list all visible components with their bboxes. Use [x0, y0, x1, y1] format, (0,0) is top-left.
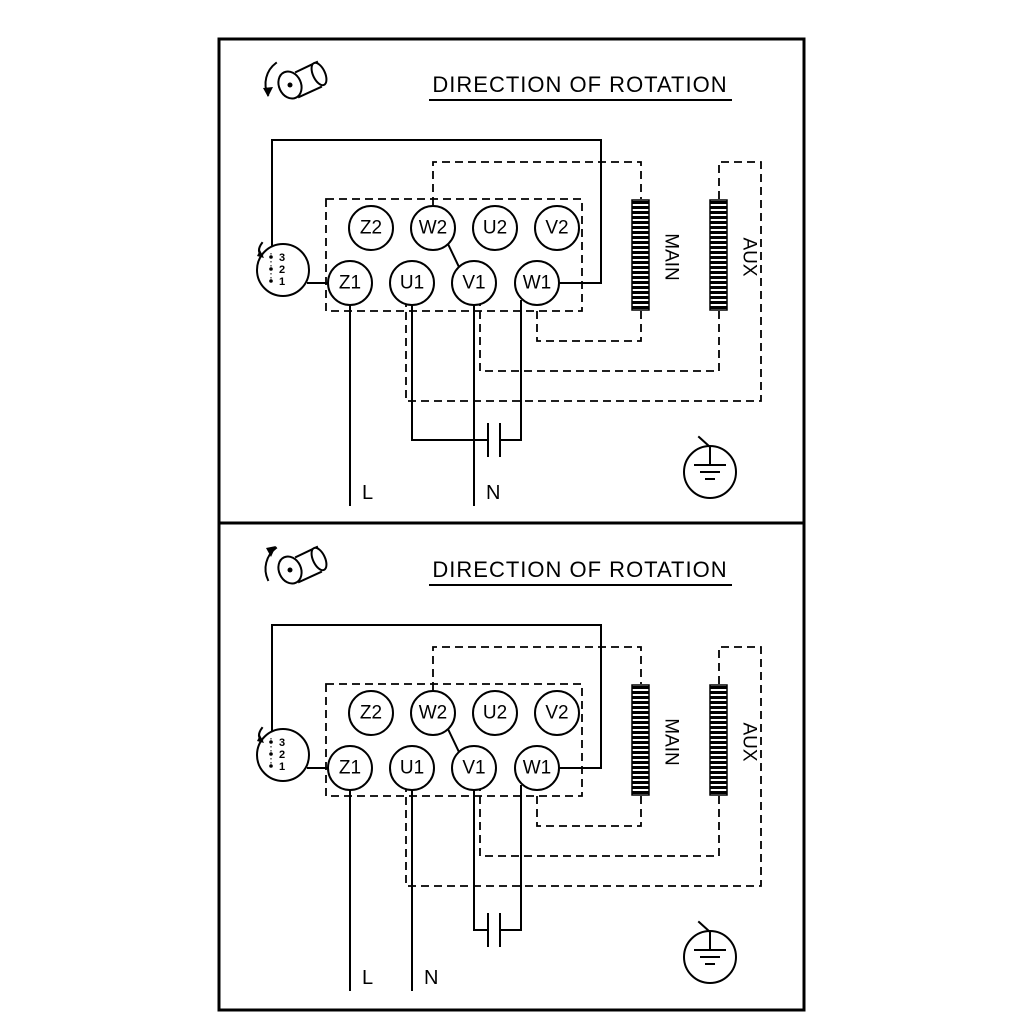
wire-aux-top-to-u1	[405, 161, 762, 402]
switch-position-1: 1	[279, 761, 285, 773]
switch-position-1: 1	[279, 276, 285, 288]
wire-w2-to-main-top	[432, 161, 642, 205]
terminal-z1-label: Z1	[339, 273, 361, 294]
wire-switch-feed	[271, 139, 602, 284]
terminal-z1	[327, 260, 373, 306]
terminal-u1-label: U1	[400, 273, 424, 294]
wire-w2-v1-bridge	[446, 242, 461, 269]
rotation-arrowhead	[263, 87, 273, 97]
terminal-u1-label: U1	[400, 758, 424, 779]
rotation-arrowhead	[266, 546, 276, 557]
terminal-v1-label: V1	[462, 758, 485, 779]
switch-arrowhead	[257, 735, 264, 743]
neutral-label: N	[424, 967, 438, 989]
terminal-u1	[389, 745, 435, 791]
ground-lead	[697, 920, 712, 934]
terminal-z1	[327, 745, 373, 791]
terminal-z2-label: Z2	[360, 218, 382, 239]
rotation-direction-icon	[263, 60, 328, 100]
aux-winding-coil	[709, 199, 728, 311]
terminal-z1-label: Z1	[339, 758, 361, 779]
shaft-line	[297, 85, 323, 99]
panel-bottom-border	[217, 521, 806, 1012]
switch-contact-dot	[269, 752, 273, 756]
line-label: L	[362, 482, 373, 504]
terminal-w2-label: W2	[419, 218, 448, 239]
wire-capacitor-right	[499, 785, 522, 931]
wire-capacitor-left	[411, 304, 488, 441]
ground-lead	[697, 435, 712, 449]
shaft-end-cap	[310, 61, 328, 87]
panel-top-title: DIRECTION OF ROTATION	[432, 72, 727, 97]
switch-contact-dot	[269, 267, 273, 271]
terminal-w2-label: W2	[419, 703, 448, 724]
terminal-z2	[348, 205, 394, 251]
terminal-u1	[389, 260, 435, 306]
terminal-w2	[410, 690, 456, 736]
terminal-u2-label: U2	[483, 218, 507, 239]
panel-bottom-title: DIRECTION OF ROTATION	[432, 557, 727, 582]
aux-winding-label: AUX	[739, 722, 760, 761]
wire-capacitor-left	[473, 789, 488, 931]
terminal-v2	[534, 690, 580, 736]
terminal-u2	[472, 205, 518, 251]
switch-contact-dot	[269, 740, 273, 744]
terminal-u2-label: U2	[483, 703, 507, 724]
terminal-v1	[451, 260, 497, 306]
terminal-v2	[534, 205, 580, 251]
wire-main-bottom-to-w1	[536, 791, 642, 827]
main-winding-label: MAIN	[661, 233, 682, 281]
wire-w2-to-main-top	[432, 646, 642, 690]
rotary-switch: 3 2 1	[256, 726, 310, 782]
terminal-w1	[514, 745, 560, 791]
wire-switch-feed	[271, 624, 602, 769]
earth-ground-icon	[683, 435, 737, 499]
switch-contact-dot	[269, 279, 273, 283]
wire-main-bottom-to-w1	[536, 306, 642, 342]
main-winding-coil	[631, 684, 650, 796]
switch-contact-dot	[269, 764, 273, 768]
wire-aux-top-to-u1	[405, 646, 762, 887]
switch-position-3: 3	[279, 252, 285, 264]
terminal-v1-label: V1	[462, 273, 485, 294]
terminal-u2	[472, 690, 518, 736]
rotary-switch: 3 2 1	[256, 241, 310, 297]
terminal-v2-label: V2	[545, 703, 568, 724]
terminal-z2	[348, 690, 394, 736]
main-winding-coil	[631, 199, 650, 311]
aux-winding-label: AUX	[739, 237, 760, 276]
panel-top: DIRECTION OF ROTATION MAIN	[217, 37, 806, 525]
shaft-end-cap	[310, 546, 328, 572]
earth-ground-icon	[683, 920, 737, 984]
shaft-center-dot	[287, 82, 293, 88]
shaft-center-dot	[287, 567, 293, 573]
terminal-v1	[451, 745, 497, 791]
terminal-v2-label: V2	[545, 218, 568, 239]
switch-position-2: 2	[279, 264, 285, 276]
aux-winding-coil	[709, 684, 728, 796]
line-label: L	[362, 967, 373, 989]
switch-arrowhead	[257, 250, 264, 258]
terminal-block-outline	[325, 198, 583, 312]
panel-bottom: DIRECTION OF ROTATION MAIN	[217, 521, 806, 1012]
switch-position-3: 3	[279, 737, 285, 749]
terminal-w1-label: W1	[523, 273, 552, 294]
terminal-w1-label: W1	[523, 758, 552, 779]
wire-w2-v1-bridge	[446, 727, 461, 754]
neutral-label: N	[486, 482, 500, 504]
terminal-w2	[410, 205, 456, 251]
rotation-direction-icon	[264, 545, 328, 585]
main-winding-label: MAIN	[661, 718, 682, 766]
terminal-z2-label: Z2	[360, 703, 382, 724]
wire-aux-bottom-to-v1	[479, 790, 720, 857]
terminal-block-outline	[325, 683, 583, 797]
wire-capacitor-right	[499, 300, 522, 441]
wire-aux-bottom-to-v1	[479, 305, 720, 372]
switch-position-2: 2	[279, 749, 285, 761]
shaft-line	[297, 570, 323, 584]
terminal-w1	[514, 260, 560, 306]
switch-contact-dot	[269, 255, 273, 259]
